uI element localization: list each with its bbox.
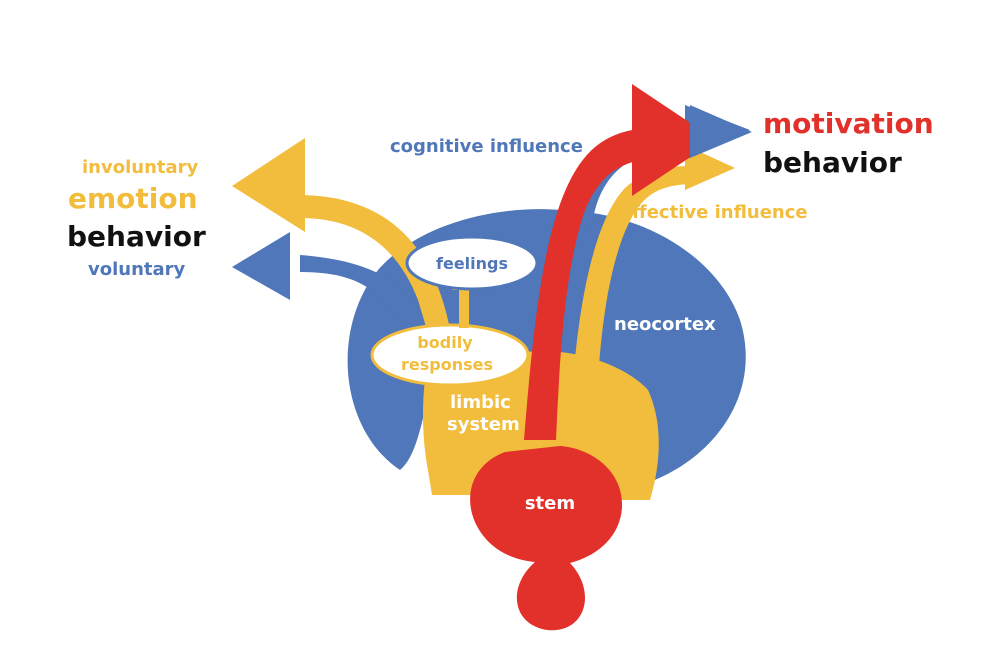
label-behavior-right: behavior	[763, 146, 902, 179]
label-responses: responses	[401, 355, 493, 374]
cognitive-influence-arrow-shaft	[560, 127, 690, 232]
label-behavior-left: behavior	[67, 220, 206, 253]
brain-stem-shape	[470, 446, 623, 631]
bodily-responses-bubble	[370, 323, 530, 387]
label-feelings: feelings	[436, 254, 508, 273]
motivation-arrowhead-front	[690, 105, 752, 158]
feelings-connector-shaft	[459, 286, 469, 328]
label-motivation: motivation	[763, 107, 934, 140]
affective-influence-arrowhead	[685, 145, 735, 190]
label-voluntary: voluntary	[88, 259, 186, 280]
label-bodily: bodily	[417, 333, 473, 352]
motivation-arrowhead-back	[632, 84, 716, 196]
label-system: system	[447, 414, 520, 435]
label-involuntary: involuntary	[82, 157, 199, 178]
motivation-arrow-shaft	[524, 128, 690, 440]
feelings-bubble	[405, 235, 539, 291]
label-limbic: limbic	[450, 392, 511, 413]
label-neocortex: neocortex	[614, 314, 716, 335]
affective-influence-arrow-shaft	[570, 166, 690, 452]
label-emotion: emotion	[68, 182, 198, 215]
label-affective-influence: affective influence	[620, 202, 808, 223]
label-cognitive-influence: cognitive influence	[390, 136, 583, 157]
voluntary-arrowhead	[232, 232, 290, 300]
involuntary-arrowhead	[232, 138, 305, 232]
label-stem: stem	[525, 493, 575, 514]
